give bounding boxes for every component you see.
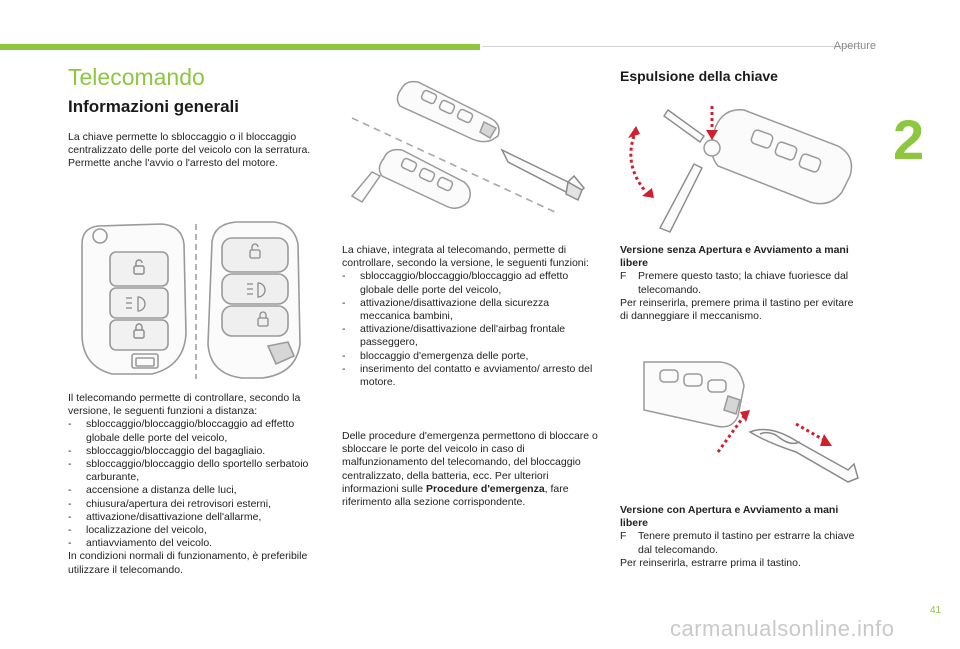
arrow-head-icon	[740, 410, 750, 422]
handsfree-button-icons	[247, 243, 269, 327]
watermark: carmanualsonline.info	[670, 616, 895, 641]
emergency-paragraph: Delle procedure d'emergenza permettono d…	[342, 430, 600, 509]
version-1-step-text: Premere questo tasto; la chiave fuoriesc…	[638, 270, 849, 296]
arrow-head-icon	[820, 434, 832, 446]
key-intro: La chiave, integrata al telecomando, per…	[342, 244, 589, 270]
remote-key-handsfree-icon	[643, 361, 745, 428]
header-accent-bar	[0, 44, 480, 50]
arrow-head-icon	[706, 130, 718, 140]
emergency-text: Delle procedure d'emergenza permettono d…	[342, 430, 598, 495]
intro-paragraph-2: Permette anche l'avvio o l'arresto del m…	[68, 157, 279, 170]
arrow-head-icon	[642, 188, 654, 198]
list-item: localizzazione del veicolo,	[68, 524, 330, 537]
emergency-tail: , fare riferimento alla sezione corrispo…	[342, 482, 569, 509]
list-item: attivazione/disattivazione dell'airbag f…	[342, 323, 600, 349]
key-blade-icon	[500, 148, 586, 202]
emergency-link: Procedure d'emergenza	[426, 482, 545, 495]
version-2-step: F Tenere premuto il tastino per estrarre …	[620, 530, 860, 556]
list-item: inserimento del contatto e avviamento/ a…	[342, 363, 600, 389]
remote-key-front-icon	[81, 223, 187, 375]
version-1-title: Versione senza Apertura e Avviamento a m…	[620, 244, 849, 270]
functions-outro: In condizioni normali di funzionamento, …	[68, 550, 308, 576]
chapter-number: 2	[893, 108, 925, 171]
chapter-label: Aperture	[833, 40, 876, 52]
intro-text: La chiave permette lo sbloccaggio o il b…	[68, 131, 326, 171]
key-ejection-illustration-1	[628, 106, 853, 233]
list-item: antiavviamento del veicolo.	[68, 537, 330, 550]
key-ejection-illustration-2	[643, 361, 859, 483]
key-functions-list: sbloccaggio/bloccaggio/bloccaggio ad eff…	[342, 270, 600, 389]
functions-block: Il telecomando permette di controllare, …	[68, 392, 330, 577]
step-marker: F	[620, 270, 627, 283]
section-title: Telecomando	[68, 64, 205, 90]
list-item: accensione a distanza delle luci,	[68, 484, 330, 497]
version-2-title: Versione con Apertura e Avviamento a man…	[620, 504, 839, 530]
arrow-head-icon	[628, 126, 640, 138]
version-2-block: Versione con Apertura e Avviamento a man…	[620, 504, 860, 570]
remote-key-icon	[703, 109, 853, 205]
key-functions-block: La chiave, integrata al telecomando, per…	[342, 244, 600, 389]
version-1-step: F Premere questo tasto; la chiave fuories…	[620, 270, 860, 296]
list-item: attivazione/disattivazione dell'allarme,	[68, 511, 330, 524]
remote-key-handsfree-icon	[207, 221, 301, 379]
list-item: chiusura/apertura dei retrovisori estern…	[68, 498, 330, 511]
padlock-icon	[133, 259, 145, 339]
header-rule	[482, 46, 862, 47]
page-number: 41	[930, 605, 942, 616]
list-item: sbloccaggio/bloccaggio del bagagliaio.	[68, 445, 330, 458]
key-integration-illustration	[350, 80, 586, 214]
list-item: sbloccaggio/bloccaggio dello sportello s…	[68, 458, 330, 484]
subtitle: Informazioni generali	[68, 97, 239, 116]
version-1-block: Versione senza Apertura e Avviamento a m…	[620, 244, 860, 323]
intro-paragraph-1: La chiave permette lo sbloccaggio o il b…	[68, 131, 311, 157]
ejection-arrow-icon	[716, 415, 825, 453]
list-item: sbloccaggio/bloccaggio/bloccaggio ad eff…	[342, 270, 600, 296]
key-blade-icon	[748, 428, 859, 483]
step-marker: F	[620, 530, 627, 543]
remote-key-top-icon	[396, 80, 500, 143]
list-item: attivazione/disattivazione della sicurez…	[342, 297, 600, 323]
lights-icon	[126, 296, 146, 312]
version-2-step-text: Tenere premuto il tastino per estrarre l…	[638, 530, 855, 556]
remote-keys-illustration	[81, 221, 301, 379]
ejection-arrow-icon	[629, 106, 714, 193]
list-item: sbloccaggio/bloccaggio/bloccaggio ad eff…	[68, 418, 330, 444]
version-2-note: Per reinserirla, estrarre prima il tasti…	[620, 556, 801, 569]
functions-list: sbloccaggio/bloccaggio/bloccaggio ad eff…	[68, 418, 330, 550]
key-blade-icon	[659, 109, 705, 233]
version-1-note: Per reinserirla, premere prima il tastin…	[620, 296, 854, 323]
list-item: bloccaggio d'emergenza delle porte,	[342, 350, 600, 363]
key-ejection-title: Espulsione della chiave	[620, 68, 778, 84]
remote-key-bottom-icon	[350, 148, 471, 209]
functions-intro: Il telecomando permette di controllare, …	[68, 392, 301, 418]
